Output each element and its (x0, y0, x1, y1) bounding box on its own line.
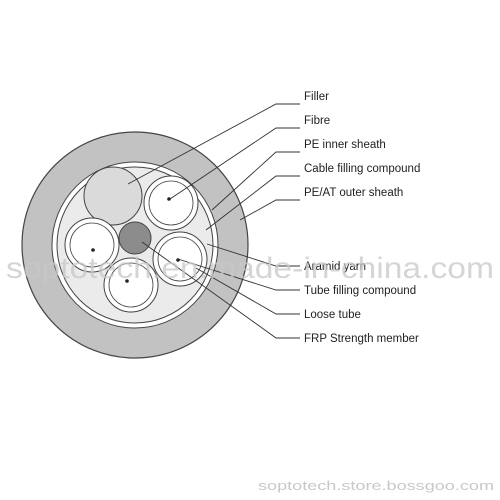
leader-frp-strength-member (141, 241, 300, 339)
leader-aramid-yarn (206, 243, 300, 267)
label-filler: Filler (304, 91, 329, 103)
leader-tube-filling-compound (177, 258, 300, 291)
loose-tube-1 (143, 175, 199, 231)
leader-pe-at-outer-sheath (239, 199, 300, 221)
loose-tube-4 (103, 257, 159, 313)
label-loose-tube: Loose tube (304, 309, 361, 321)
frp-strength-member (118, 221, 152, 255)
label-aramid-yarn: Aramid yarn (304, 261, 366, 273)
leader-filler (127, 103, 300, 185)
loose-tube-3 (152, 231, 208, 287)
leader-loose-tube (195, 267, 300, 315)
leader-pe-inner-sheath (211, 151, 300, 211)
fibre-dot (91, 248, 95, 252)
label-fibre: Fibre (304, 115, 330, 127)
fibre-dot (167, 197, 171, 201)
label-pe-inner-sheath: PE inner sheath (304, 139, 386, 151)
watermark-center: soptotech.en.made-in-china.com (6, 252, 494, 285)
label-frp-strength-member: FRP Strength member (304, 333, 419, 345)
label-cable-filling-compound: Cable filling compound (304, 163, 420, 175)
loose-tube-2 (64, 217, 120, 273)
leader-cable-filling-compound (205, 175, 300, 231)
label-pe-at-outer-sheath: PE/AT outer sheath (304, 187, 403, 199)
leader-lines (127, 103, 300, 339)
fibre-dot (125, 279, 129, 283)
watermark-bottom: soptotech.store.bossgoo.com (258, 478, 494, 493)
label-tube-filling-compound: Tube filling compound (304, 285, 416, 297)
leader-fibre (169, 127, 300, 200)
filler-element (83, 166, 143, 226)
